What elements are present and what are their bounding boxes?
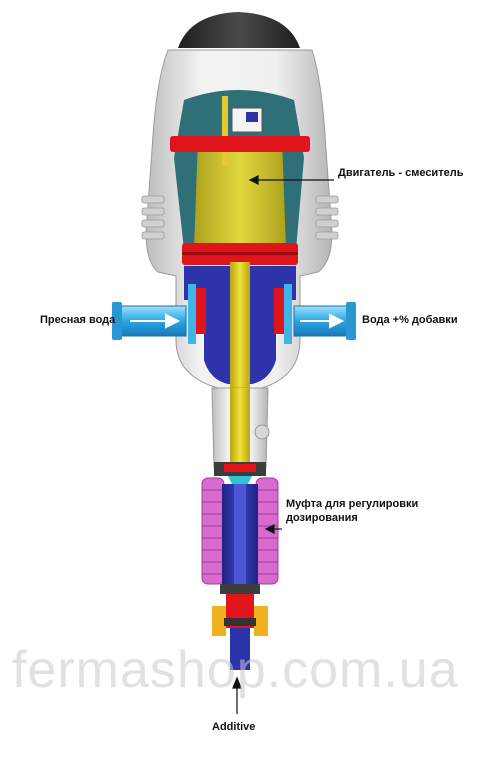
watermark: fermashop.com.ua — [12, 641, 459, 699]
piston-yellow — [194, 138, 286, 250]
label-water-with-additive: Вода +% добавки — [362, 314, 458, 326]
label-motor-mixer: Двигатель - смеситель — [338, 167, 464, 179]
label-fresh-water: Пресная вода — [40, 314, 116, 326]
label-dosing-sleeve-line1: Муфта для регулировки — [286, 498, 419, 510]
top-cap — [178, 12, 300, 48]
label-dosing-sleeve-line2: дозирования — [286, 512, 358, 524]
label-dosing-sleeve: Муфта для регулировки дозирования — [286, 497, 418, 525]
adjustment-sleeve — [201, 477, 279, 585]
housing-fins — [141, 195, 339, 240]
seal-ring-top — [170, 136, 310, 152]
label-pointers — [232, 175, 334, 714]
inlet-arrow-icon — [130, 313, 181, 329]
label-additive: Additive — [212, 721, 256, 733]
outlet-arrow-icon — [300, 313, 345, 329]
